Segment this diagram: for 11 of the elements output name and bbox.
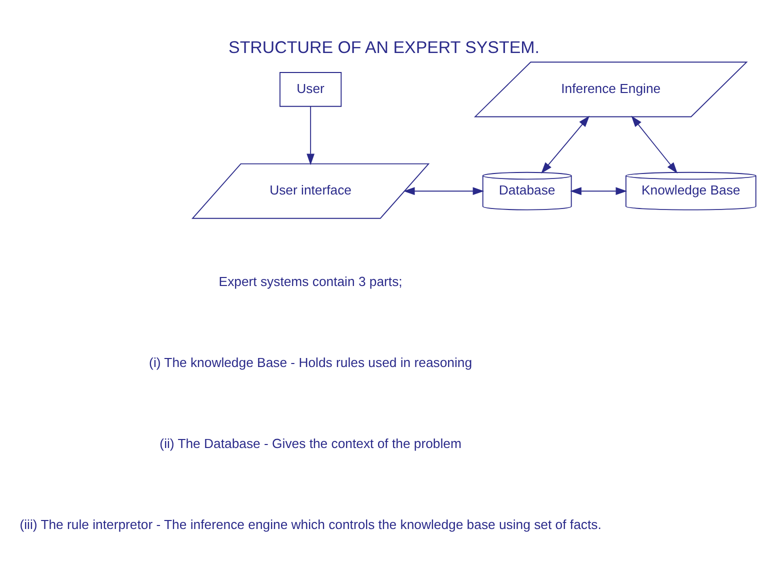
arrow (403, 186, 484, 195)
label: Expert systems contain 3 parts; (218, 273, 402, 288)
arrow (306, 105, 315, 165)
label: (i) The knowledge Base - Holds rules used in reasoning (149, 354, 472, 370)
arrow (541, 115, 590, 173)
arrow (570, 186, 628, 195)
label: (iii) The rule interpretor - The inference engine which controls the knowledge base using set of facts. (20, 516, 602, 532)
diagram-title: STRUCTURE OF AN EXPERT SYSTEM. (228, 38, 540, 57)
label: (ii) The Database - Gives the context of the problem (160, 435, 462, 450)
arrow (631, 115, 678, 173)
node-box: User (280, 72, 342, 106)
